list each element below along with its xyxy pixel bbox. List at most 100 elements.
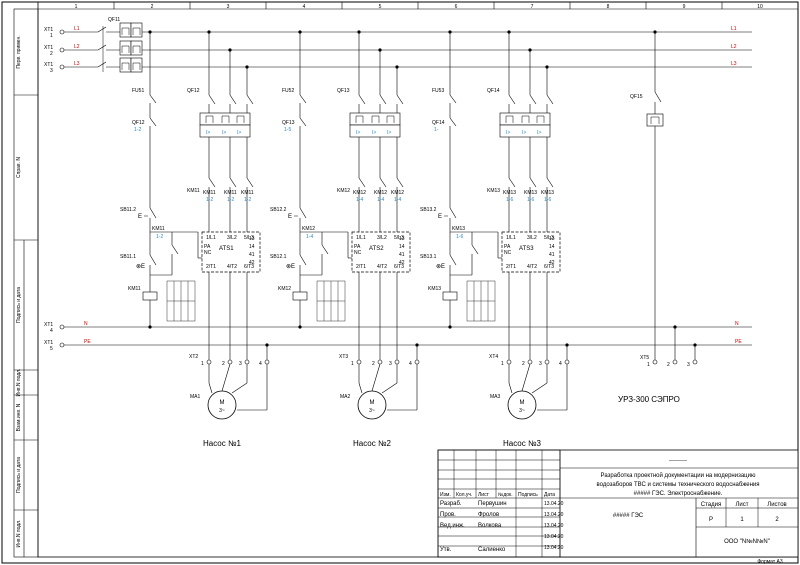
breaker-release-block: [499, 124, 551, 138]
title-code: ##### ГЭС: [613, 513, 644, 519]
junction-dot: [298, 325, 302, 329]
magnetic-release-symbol: I>: [356, 130, 360, 136]
contactor-ref: 1-2: [206, 197, 213, 203]
fuse-label: FU52: [282, 88, 294, 94]
hold-contact-label: KM12: [302, 226, 315, 232]
column-number: 9: [683, 4, 686, 10]
column-number: 3: [227, 4, 230, 10]
column-number: 8: [607, 4, 610, 10]
terminal-circle: [227, 359, 233, 365]
junction-dot: [148, 30, 152, 34]
title-stage-value: Р: [709, 517, 713, 523]
magnetic-release-symbol: I>: [522, 130, 526, 136]
motor-cable: [381, 382, 398, 394]
side-strip-label: Подпись и дата: [16, 457, 22, 493]
contactor-ref: 1-2: [227, 197, 234, 203]
breaker-contact: [208, 94, 216, 105]
control-breaker-ref: 1-: [434, 127, 439, 133]
start-button-actuator: ⊗E: [436, 264, 445, 270]
magnetic-release-symbol: I>: [222, 130, 226, 136]
contactor-label: KM12: [353, 190, 366, 196]
terminal-number: 1: [351, 361, 354, 367]
soft-starter-terminal: 5/L3: [244, 235, 254, 241]
contactor-label: KM12: [337, 188, 350, 194]
title-person: Салиенко: [478, 547, 506, 553]
motor-label: MA1: [190, 394, 201, 400]
breaker-release-box: [119, 40, 132, 56]
breaker-release-box: [130, 57, 143, 73]
contactor-main-contact: [546, 177, 554, 188]
contactor-label: KM12: [374, 190, 387, 196]
contactor-coil: [442, 291, 458, 301]
soft-starter-terminal: 41: [549, 252, 555, 258]
terminal-number: 4: [409, 361, 412, 367]
hold-contact-ref: 1-4: [306, 234, 313, 240]
contactor-main-contact: [529, 177, 537, 188]
breaker-contact: [379, 94, 387, 105]
motor-cable: [231, 382, 248, 394]
stop-button-contact: [299, 207, 307, 219]
contactor-main-contact: [358, 177, 366, 188]
soft-starter-terminal: 6/T3: [394, 264, 404, 270]
power-breaker-label: QF12: [187, 88, 200, 94]
contactor-label: KM12: [391, 190, 404, 196]
breaker-release-box: [119, 22, 132, 38]
title-date: 13.04.20: [544, 534, 564, 540]
terminal-name: XT1: [44, 322, 53, 328]
pump-circuit: FU53QF141-SB13.2EKM131-6SB13.1⊗EKM13QF14…: [420, 30, 570, 448]
button-actuator: E: [138, 214, 142, 220]
terminal-circle: [59, 324, 65, 330]
title-dashes: ---------: [669, 458, 687, 464]
soft-starter-terminal: 3/L2: [227, 235, 237, 241]
terminal-number: 3: [539, 361, 542, 367]
pump-name: Насос №2: [353, 439, 392, 448]
bus-label-right: N: [735, 321, 739, 327]
contactor-label: KM11: [224, 190, 237, 196]
control-breaker-ref: 1-2: [134, 127, 141, 133]
pump-circuit: FU52QF131-5SB12.2EKM121-4SB12.1⊗EKM12QF1…: [270, 30, 420, 448]
contactor-label: KM13: [503, 190, 516, 196]
power-breaker-label: QF14: [487, 88, 500, 94]
pump-name: Насос №3: [503, 439, 542, 448]
soft-starter-label: ATS1: [219, 246, 234, 252]
pump-name: Насос №1: [203, 439, 242, 448]
soft-starter-block: [501, 231, 561, 273]
terminal-circle: [356, 359, 362, 365]
junction-dot: [448, 30, 452, 34]
phase-label: L2: [74, 44, 80, 50]
thermal-release-symbol: [121, 45, 130, 53]
contactor-ref: 1-6: [527, 197, 534, 203]
terminal-number: 4: [259, 361, 262, 367]
thermal-release-symbol: [536, 115, 545, 123]
thermal-release-symbol: [371, 115, 380, 123]
title-header: Кол.уч.: [456, 492, 472, 498]
contactor-label: KM11: [187, 188, 200, 194]
terminal-circle: [206, 359, 212, 365]
title-stage-header: Листов: [767, 502, 787, 508]
control-breaker-contact: [299, 117, 307, 127]
breaker-contact: [546, 94, 554, 105]
stop-button-label: SB12.2: [270, 207, 287, 213]
terminal-circle: [377, 359, 383, 365]
button-actuator: E: [438, 214, 442, 220]
terminal-number: 2: [222, 361, 225, 367]
breaker-contact: [529, 94, 537, 105]
magnetic-release-symbol: [132, 27, 141, 35]
hold-contact-ref: 1-6: [456, 234, 463, 240]
title-project-line: Разработка проектной документации на мод…: [601, 472, 756, 479]
motor-cable: [208, 382, 213, 394]
start-button-label: SB11.1: [120, 254, 136, 260]
terminal-circle: [394, 359, 400, 365]
terminal-circle: [59, 47, 65, 53]
contactor-main-contact: [508, 177, 516, 188]
contact-table: [166, 280, 196, 322]
terminal-block-label: XT3: [339, 354, 348, 360]
terminal-circle: [244, 359, 250, 365]
hold-contact-label: KM11: [152, 226, 165, 232]
breaker-contact: [246, 94, 254, 105]
terminal-name: XT1: [44, 45, 53, 51]
soft-starter-terminal: 41: [249, 252, 255, 258]
start-button-contact: [449, 254, 457, 266]
hold-contact: [171, 244, 179, 255]
